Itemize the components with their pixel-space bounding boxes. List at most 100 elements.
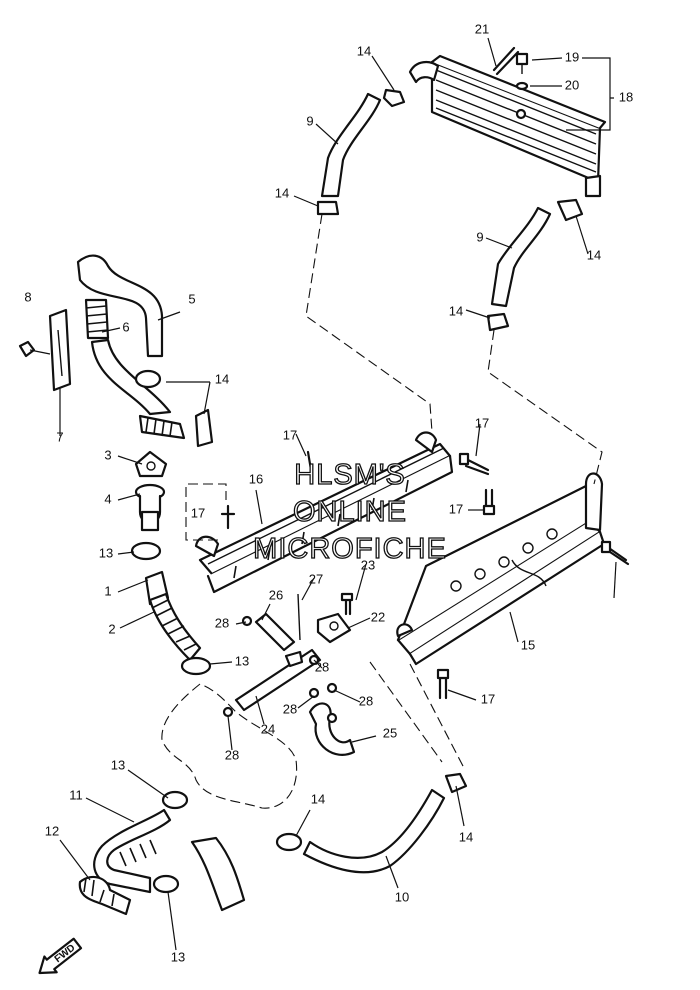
callout-17: 17 [475,415,489,430]
clamp-13-c [161,790,189,810]
hose-10 [302,788,446,874]
watermark-line-2: ONLINE [293,496,407,528]
clamp-14-e [134,369,162,389]
callout-1: 1 [104,583,111,598]
bolt-8 [18,340,51,358]
callout-28: 28 [315,659,329,674]
bolt-17-f [306,450,314,478]
callout-14: 14 [587,247,601,262]
hose-25 [308,702,356,756]
hose-corrugated-14 [138,414,186,440]
callout-13: 13 [99,545,113,560]
callout-8: 8 [24,289,31,304]
pipe-16 [194,431,454,594]
hose-12 [78,875,132,916]
clamp-14-f [194,408,214,448]
callout-14: 14 [459,829,473,844]
callout-28: 28 [359,693,373,708]
callout-13: 13 [235,653,249,668]
clamp-14-c [556,198,584,222]
callout-17: 17 [191,505,205,520]
hose-24 [234,648,322,712]
callout-26: 26 [269,587,283,602]
callout-27: 27 [309,571,323,586]
assembly-dashes [185,213,603,769]
callout-13: 13 [111,757,125,772]
callout-9: 9 [306,113,313,128]
callout-15: 15 [521,637,535,652]
callout-14: 14 [275,185,289,200]
callout-16: 16 [249,471,263,486]
callout-3: 3 [104,447,111,462]
callout-14: 14 [215,371,229,386]
clamp-14-h [275,832,303,852]
callout-17: 17 [283,427,297,442]
callout-17: 17 [449,501,463,516]
bolt-17-c [482,488,496,516]
callout-28: 28 [215,615,229,630]
hose-27 [297,593,301,641]
engine-outline [161,683,298,809]
callout-23: 23 [361,557,375,572]
hose-11-stub [190,836,246,912]
watermark-line-1: HLSM'S [294,459,405,491]
callout-19: 19 [565,49,579,64]
housing-4 [134,483,166,532]
clamp-13-b [180,656,212,676]
callout-25: 25 [383,725,397,740]
callout-4: 4 [104,491,111,506]
screw-21 [492,46,520,76]
callout-14: 14 [311,791,325,806]
callout-28: 28 [225,747,239,762]
fwd-arrow-icon: FWD [38,937,83,975]
hose-6 [84,298,172,416]
pipe-5 [76,254,164,358]
watermark-line-3: MICROFICHE [253,533,447,565]
callout-9: 9 [476,229,483,244]
hose-11 [93,808,172,894]
bolt-17-e [436,668,450,700]
callout-20: 20 [565,77,579,92]
clamp-14-d [486,312,510,332]
callout-10: 10 [395,889,409,904]
callout-labels: 21 19 20 18 14 9 14 9 14 14 8 5 6 14 7 3… [24,21,633,964]
callout-18: 18 [619,89,633,104]
callout-14: 14 [357,43,371,58]
clamp-14-g [444,772,468,794]
clamp-13-a [130,541,162,561]
callout-7: 7 [56,429,63,444]
hose-26 [254,612,296,652]
hose-9-upper [320,92,382,198]
cap-3 [134,450,168,478]
callout-5: 5 [188,291,195,306]
leader-lines [59,37,617,951]
bracket-7 [48,308,72,392]
callout-11: 11 [69,787,83,802]
callout-12: 12 [45,823,59,838]
clamp-13-d [152,874,180,894]
callout-13: 13 [171,949,185,964]
bolt-17-a [458,452,490,476]
hose-9-lower [490,206,552,308]
callout-28: 28 [283,701,297,716]
bolt-19 [515,52,529,74]
clamp-14-a [382,88,406,108]
pipe-15 [396,472,606,666]
bolt-17-b [220,504,236,530]
clamp-14-b [316,200,340,216]
callout-2: 2 [108,621,115,636]
hose-2 [148,592,202,662]
callout-22: 22 [371,609,385,624]
callout-24: 24 [261,721,275,736]
watermark: HLSM'S ONLINE MICROFICHE [253,458,447,565]
callout-17: 17 [481,691,495,706]
callout-14: 14 [449,303,463,318]
callout-6: 6 [122,319,129,334]
bolt-23 [340,592,354,616]
washer-20 [515,81,529,91]
bolt-17-d [600,540,630,566]
joint-22 [316,612,352,644]
callout-21: 21 [475,21,489,36]
